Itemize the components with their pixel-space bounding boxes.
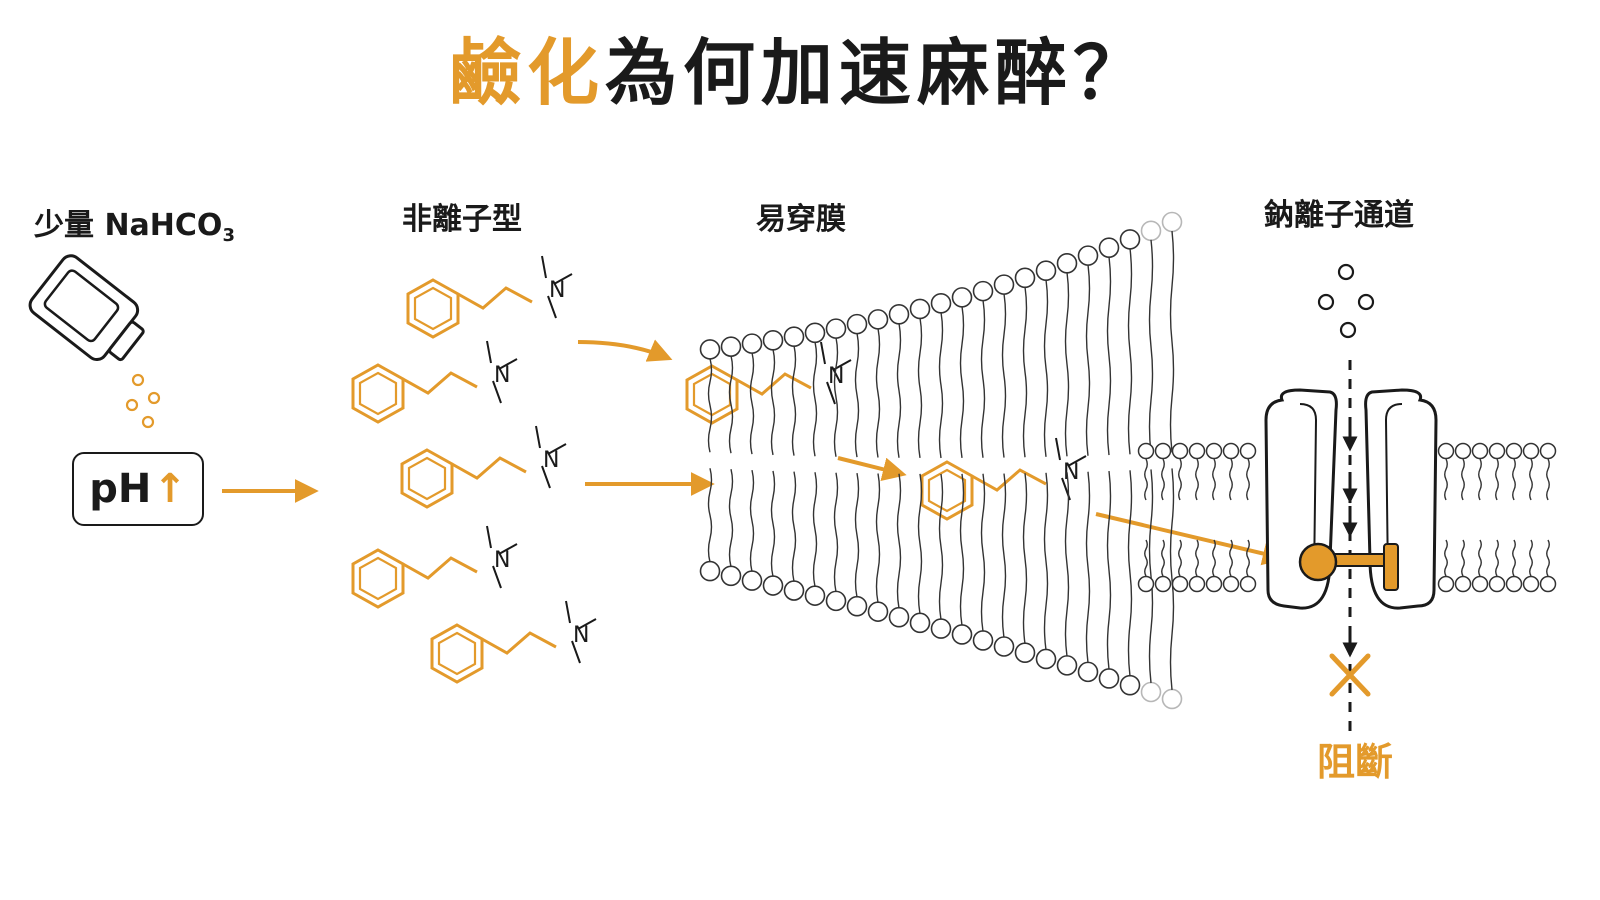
molecule-atom: N [1063,460,1079,485]
molecule-group: N N N N N N N [351,254,1088,684]
molecule-atom: N [573,623,589,648]
molecule-ring [351,524,519,609]
molecule-ring [406,254,574,339]
lipid-bilayer-curved [699,211,1183,710]
bicarbonate-bottle-icon [28,254,145,362]
arrow-icon [577,339,673,362]
arrow-icon [837,456,907,481]
title-accent: 鹼化 [448,31,605,115]
block-x-icon [1329,653,1371,697]
sodium-channel-label: 鈉離子通道 [1264,198,1414,233]
blocked-label: 阻斷 [1316,740,1393,784]
lipid-bilayer-flat [1137,442,1557,593]
molecule-atom: N [494,548,510,573]
nahco3-subscript: 3 [222,225,235,246]
page-title: 鹼化為何加速麻醉？ [0,28,1600,118]
molecule-atom: N [828,364,844,389]
molecule-ring [351,339,519,424]
ph-text: pH [89,466,152,512]
bound-drug-blocker [1298,542,1399,591]
ph-up-arrow: ↑ [153,466,187,512]
arrow-icon [1095,512,1287,566]
molecule-ring [430,599,598,684]
molecule-atom: N [494,363,510,388]
nahco3-label: 少量 NaHCO3 [34,206,235,256]
sodium-ions [1317,263,1375,339]
molecule-ring [400,424,568,509]
bicarbonate-granules [125,373,161,429]
nahco3-label-text: 少量 NaHCO [34,208,223,243]
nonionic-label: 非離子型 [402,202,522,237]
ph-increase-box: pH↑ [72,452,204,526]
molecule-atom: N [549,278,565,303]
molecule-atom: N [543,448,559,473]
title-rest: 為何加速麻醉？ [605,31,1152,115]
crosses-membrane-label: 易穿膜 [756,202,846,237]
